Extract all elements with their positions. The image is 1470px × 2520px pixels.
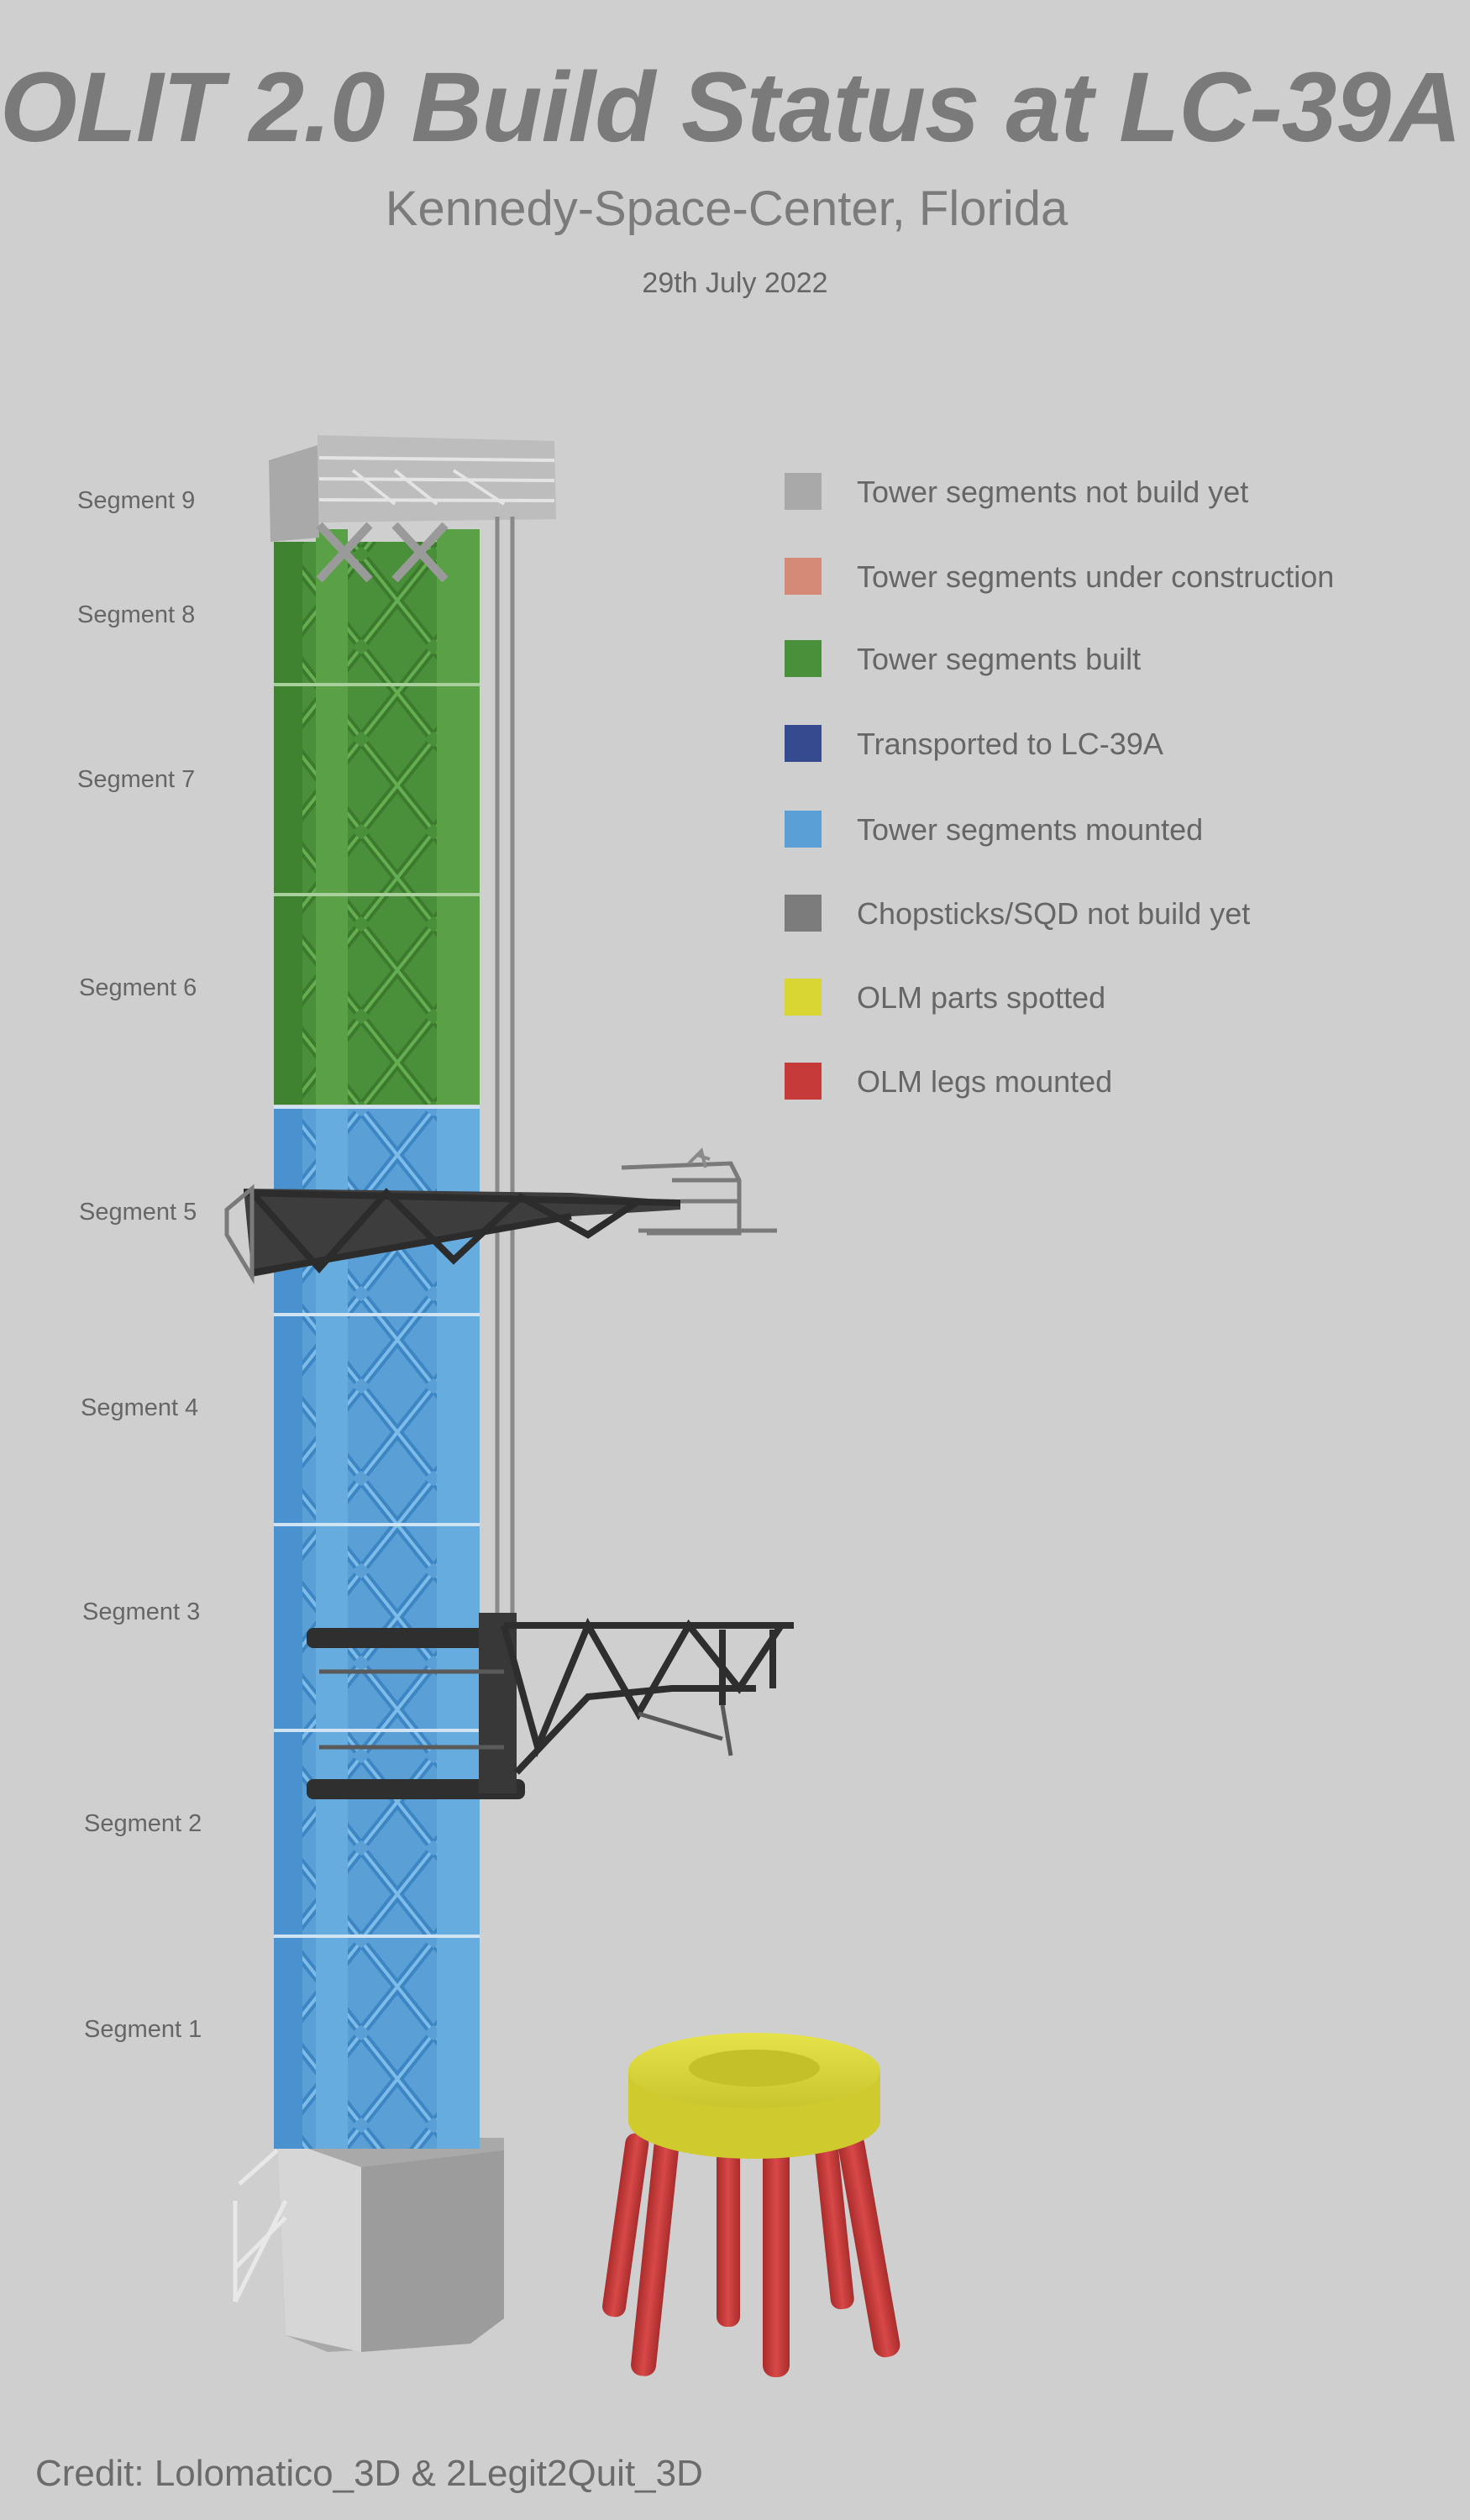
legend-label: OLM legs mounted	[857, 1064, 1113, 1099]
legend-swatch	[785, 473, 822, 510]
legend-label: Tower segments built	[857, 642, 1142, 676]
segment-label-5: Segment 5	[79, 1199, 197, 1226]
segment-9-top	[269, 435, 556, 583]
legend-swatch	[785, 558, 822, 595]
tower-illustration	[224, 435, 900, 2377]
status-date: 29th July 2022	[642, 267, 828, 299]
olm-mount	[602, 2033, 900, 2377]
location-subtitle: Kennedy-Space-Center, Florida	[385, 181, 1068, 236]
legend-swatch	[785, 1063, 822, 1100]
legend-label: Tower segments not build yet	[857, 475, 1249, 509]
legend-swatch	[785, 979, 822, 1016]
segment-label-4: Segment 4	[81, 1394, 199, 1421]
segment-label-6: Segment 6	[79, 974, 197, 1001]
legend-swatch	[785, 895, 822, 932]
segment-label-9: Segment 9	[77, 487, 196, 514]
olm-ring	[628, 2033, 880, 2159]
legend-label: Transported to LC-39A	[857, 727, 1163, 761]
legend-swatch	[785, 640, 822, 677]
built-segments	[274, 529, 480, 1105]
segment-label-2: Segment 2	[84, 1810, 202, 1837]
olm-legs	[602, 2133, 900, 2377]
segment-label-1: Segment 1	[84, 2016, 202, 2043]
segment-label-7: Segment 7	[77, 766, 196, 793]
legend-swatch	[785, 725, 822, 762]
legend-label: Tower segments under construction	[857, 559, 1335, 594]
legend-swatch	[785, 811, 822, 848]
credit-line: Credit: Lolomatico_3D & 2Legit2Quit_3D	[35, 2453, 703, 2494]
upper-arm	[224, 1147, 777, 1285]
legend-label: Tower segments mounted	[857, 812, 1204, 847]
page-title: OLIT 2.0 Build Status at LC-39A	[0, 52, 1462, 163]
segment-label-3: Segment 3	[82, 1599, 201, 1625]
tower-base	[233, 2138, 504, 2352]
legend-label: Chopsticks/SQD not build yet	[857, 896, 1251, 931]
legend-label: OLM parts spotted	[857, 980, 1106, 1015]
lift-cables	[495, 517, 515, 1613]
chopsticks-arms	[307, 1613, 794, 1799]
segment-label-8: Segment 8	[77, 601, 196, 628]
